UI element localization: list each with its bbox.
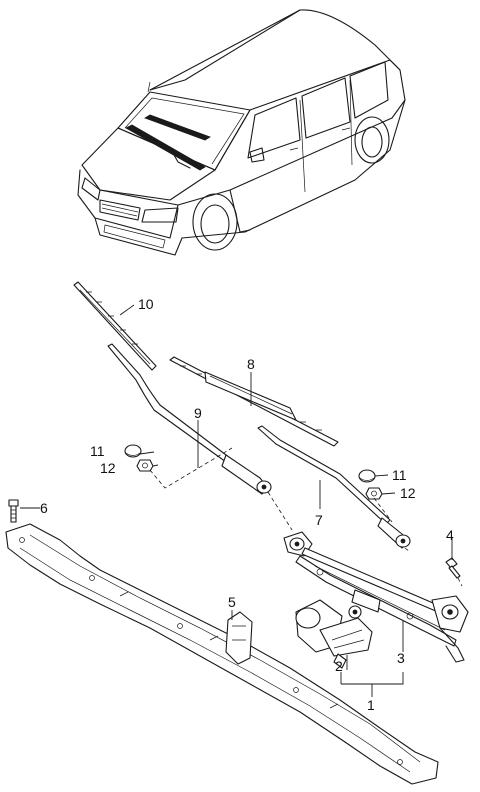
pivot-cap-right xyxy=(358,469,376,483)
callout-9: 9 xyxy=(194,405,202,421)
wiper-blade-driver xyxy=(73,281,157,371)
car-illustration xyxy=(77,9,406,256)
pivot-nut-right xyxy=(365,487,383,500)
callout-7: 7 xyxy=(315,512,323,528)
callout-11-left: 11 xyxy=(90,443,105,459)
assembly-line-right xyxy=(373,497,411,553)
pivot-nut-left xyxy=(136,459,154,472)
wiper-arm-driver xyxy=(107,343,272,495)
callout-12-right: 12 xyxy=(400,485,416,501)
pivot-cap-left xyxy=(124,444,142,458)
callout-2: 2 xyxy=(335,658,343,674)
callout-5: 5 xyxy=(228,594,236,610)
callout-11-right: 11 xyxy=(392,467,407,483)
leader-lines xyxy=(20,304,453,697)
wiper-arm-passenger xyxy=(257,425,411,549)
callout-12-left: 12 xyxy=(100,460,116,476)
callout-4: 4 xyxy=(446,527,454,543)
callout-10: 10 xyxy=(138,296,154,312)
bolt-4 xyxy=(445,557,463,587)
wiper-blade-passenger xyxy=(169,356,339,447)
bolt-6 xyxy=(8,499,19,523)
callout-3: 3 xyxy=(397,650,405,666)
callout-6: 6 xyxy=(40,500,48,516)
cowl-crossmember xyxy=(5,523,439,785)
assembly-line-left xyxy=(149,447,293,531)
wiper-linkage xyxy=(283,531,469,663)
callout-8: 8 xyxy=(247,356,255,372)
callout-1: 1 xyxy=(367,697,375,713)
wiper-motor xyxy=(295,599,373,669)
